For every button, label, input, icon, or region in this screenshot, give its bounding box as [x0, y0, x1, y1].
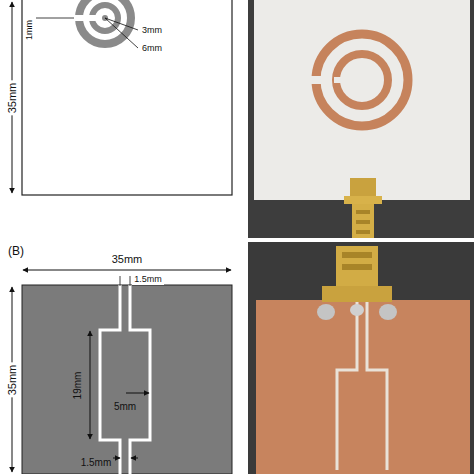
ring-antenna-photo-part [344, 196, 382, 204]
slot-antenna-drawing-part [100, 285, 150, 474]
slot-antenna-photo-part [337, 300, 387, 470]
ring-antenna-drawing-part [74, 15, 86, 21]
slot-antenna-photo-part [256, 300, 470, 474]
dimension-label: 35mm [6, 363, 18, 398]
slot-antenna-photo-part [336, 246, 378, 286]
slot-antenna-photo-part [342, 252, 372, 258]
slot-antenna-photo-part [248, 242, 474, 474]
dimension-label: 35mm [6, 81, 18, 116]
dimension-label: 3mm [140, 26, 164, 36]
ring-antenna-photo-part [334, 77, 342, 83]
dimension-label: 1.5mm [81, 457, 112, 468]
ring-antenna-drawing [12, 0, 232, 195]
dimension-label: 35mm [110, 253, 145, 265]
ring-antenna-photo [248, 0, 474, 238]
slot-antenna-photo-part [350, 304, 364, 316]
slot-antenna-drawing-part [23, 270, 231, 271]
dimension-label: (B) [8, 245, 24, 258]
ring-antenna-photo-part [248, 0, 474, 238]
ring-antenna-photo-part [336, 54, 388, 106]
slot-antenna-photo-part [317, 304, 335, 320]
dimension-label: 19mm [72, 371, 83, 399]
dimension-label: 1.5mm [132, 275, 164, 285]
dimension-label: 5mm [114, 401, 136, 412]
slot-antenna-drawing [12, 270, 232, 474]
ring-antenna-photo-part [356, 230, 370, 234]
slot-antenna-drawing-part [131, 458, 138, 459]
slot-antenna-drawing-part [130, 276, 131, 286]
ring-antenna-photo-part [308, 76, 330, 84]
ring-antenna-photo-part [352, 204, 374, 238]
slot-antenna-drawing-part [113, 458, 120, 459]
ring-antenna-drawing-part [105, 18, 138, 30]
ring-antenna-photo-part [356, 210, 370, 214]
ring-antenna-drawing-part [105, 18, 138, 48]
ring-antenna-drawing-part [88, 15, 96, 21]
slot-antenna-photo-part [379, 304, 397, 320]
slot-antenna-drawing-part [90, 331, 91, 439]
slot-antenna-photo [248, 242, 474, 474]
slot-antenna-photo-part [342, 264, 372, 270]
ring-antenna-photo-part [254, 0, 470, 200]
dimension-label: 6mm [140, 44, 164, 54]
slot-antenna-drawing-part [126, 393, 149, 394]
slot-antenna-drawing-part [120, 276, 121, 286]
ring-antenna-drawing-part [36, 18, 74, 19]
ring-antenna-photo-part [356, 220, 370, 224]
slot-antenna-photo-part [322, 286, 392, 302]
slot-antenna-drawing-part [22, 285, 232, 474]
dimension-label: 1mm [25, 18, 35, 42]
ring-antenna-drawing-part [79, 0, 131, 44]
